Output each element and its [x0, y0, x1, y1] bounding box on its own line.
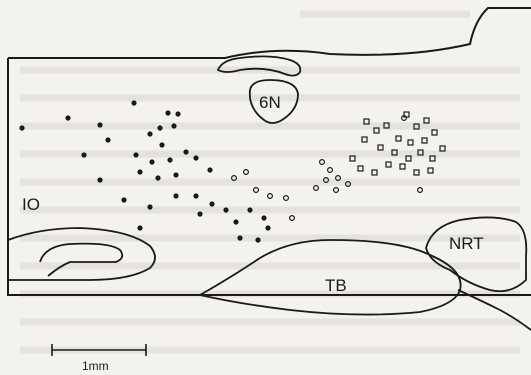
filled-dot — [183, 149, 188, 154]
filled-dot — [157, 125, 162, 130]
filled-dot — [137, 169, 142, 174]
open-square — [386, 162, 391, 167]
filled-dot — [193, 193, 198, 198]
open-square — [414, 170, 419, 175]
open-square — [422, 138, 427, 143]
open-circle — [418, 188, 423, 193]
filled-dot — [171, 123, 176, 128]
filled-dot — [159, 142, 164, 147]
filled-dot — [149, 159, 154, 164]
label-6n: 6N — [259, 93, 281, 112]
open-square — [362, 137, 367, 142]
open-circle — [320, 160, 325, 165]
label-tb: TB — [325, 276, 347, 295]
filled-dot — [137, 225, 142, 230]
background-text-lines — [20, 14, 520, 350]
open-circle-cluster — [232, 116, 423, 221]
open-square — [378, 145, 383, 150]
filled-dot — [237, 235, 242, 240]
filled-dot — [167, 157, 172, 162]
open-square-cluster — [350, 112, 445, 175]
open-square — [408, 140, 413, 145]
open-square — [440, 146, 445, 151]
filled-dot — [121, 197, 126, 202]
open-square — [432, 130, 437, 135]
open-circle — [328, 168, 333, 173]
filled-dot — [133, 152, 138, 157]
filled-dot — [261, 215, 266, 220]
filled-dot — [255, 237, 260, 242]
filled-dot — [131, 100, 136, 105]
filled-dot — [209, 201, 214, 206]
filled-dot — [207, 167, 212, 172]
open-circle — [314, 186, 319, 191]
open-square — [396, 136, 401, 141]
filled-dot — [265, 225, 270, 230]
scale-bar-label: 1mm — [82, 359, 109, 373]
filled-dot — [233, 219, 238, 224]
open-square — [358, 166, 363, 171]
scale-bar — [52, 344, 146, 356]
filled-dot — [147, 204, 152, 209]
filled-dot-cluster — [19, 100, 270, 242]
filled-dot — [19, 125, 24, 130]
filled-dot — [223, 207, 228, 212]
label-io: IO — [22, 195, 40, 214]
open-circle — [334, 188, 339, 193]
open-square — [428, 168, 433, 173]
filled-dot — [97, 122, 102, 127]
filled-dot — [155, 175, 160, 180]
filled-dot — [247, 207, 252, 212]
open-square — [400, 164, 405, 169]
filled-dot — [97, 177, 102, 182]
filled-dot — [175, 111, 180, 116]
label-nrt: NRT — [449, 234, 484, 253]
open-circle — [268, 194, 273, 199]
filled-dot — [193, 155, 198, 160]
nrt-outline — [426, 217, 526, 291]
filled-dot — [173, 193, 178, 198]
filled-dot — [197, 211, 202, 216]
inferior-olive-inner-outline — [40, 244, 122, 276]
filled-dot — [105, 137, 110, 142]
open-circle — [244, 170, 249, 175]
open-circle — [254, 188, 259, 193]
open-circle — [284, 196, 289, 201]
filled-dot — [81, 152, 86, 157]
filled-dot — [165, 110, 170, 115]
filled-dot — [65, 115, 70, 120]
open-circle — [290, 216, 295, 221]
filled-dot — [173, 172, 178, 177]
open-square — [424, 118, 429, 123]
filled-dot — [147, 131, 152, 136]
open-square — [372, 170, 377, 175]
